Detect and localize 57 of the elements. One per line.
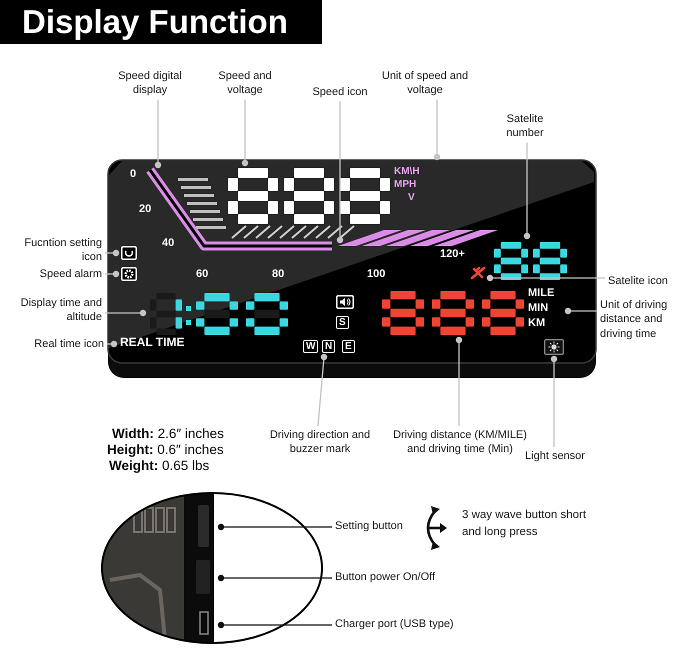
leader-line [218,574,332,582]
leader-line [105,310,146,316]
leader-line [218,524,332,530]
leader-line [104,270,120,278]
callout-label: Satelite number [490,112,560,141]
spec-text: Width: 2.6″ inches [112,426,224,442]
scale-number: 100 [367,268,386,280]
spec-text: Height: 0.6″ inches [107,442,224,458]
callout-label: Speed digital display [105,69,195,98]
unit-label: MIN [528,302,548,314]
leader-line [434,100,440,160]
leader-line [550,356,558,447]
leader-line [104,250,120,256]
direction-indicator: S [336,316,349,329]
callout-label: Real time icon [0,337,104,352]
unit-label: MILE [528,287,554,300]
unit-label: KM\H [394,166,420,177]
callout-label: Speed alarm [6,267,102,282]
leader-line [317,354,328,426]
callout-label: Charger port (USB type) [335,617,485,632]
callout-label: Unit of driving distance and driving time [600,298,679,341]
callout-label: Fucntion setting icon [14,236,102,265]
scale-number: 0 [130,168,136,180]
unit-label: REAL TIME [120,336,184,350]
scale-number: 20 [139,203,152,216]
direction-indicator: N [322,340,336,353]
leader-line [564,308,598,314]
scale-number: 120+ [440,248,465,260]
leader-line [486,274,605,282]
direction-indicator: W [303,340,318,353]
callout-label: Speed and voltage [203,69,287,98]
leader-line [524,142,530,240]
callout-label: Setting button [335,519,415,534]
scale-number: 60 [196,268,208,280]
callout-label: Satelite icon [608,274,679,288]
unit-label: KM [528,317,546,330]
unit-label: V [408,192,415,203]
leader-line [218,622,332,628]
callout-label: Speed icon [305,85,375,100]
page-title: Display Function [0,0,322,44]
scale-number: 40 [162,237,174,250]
note-text: 3 way wave button short and long press [462,508,588,540]
callout-label: Driving direction and buzzer mark [262,428,378,457]
leader-line [154,100,162,168]
leader-line [242,100,248,166]
scale-number: 80 [272,268,284,280]
sun-icon [544,339,564,355]
spec-text: Weight: 0.65 lbs [109,458,210,474]
leader-line [456,336,462,426]
callout-label: Button power On/Off [335,570,465,584]
satellite-icon [470,266,486,280]
callout-label: Display time and altitude [6,296,102,325]
callout-label: Unit of speed and voltage [378,69,472,98]
direction-indicator: E [342,340,355,353]
leader-line [106,340,118,348]
unit-label: MPH [394,179,416,190]
leader-line [336,101,344,244]
